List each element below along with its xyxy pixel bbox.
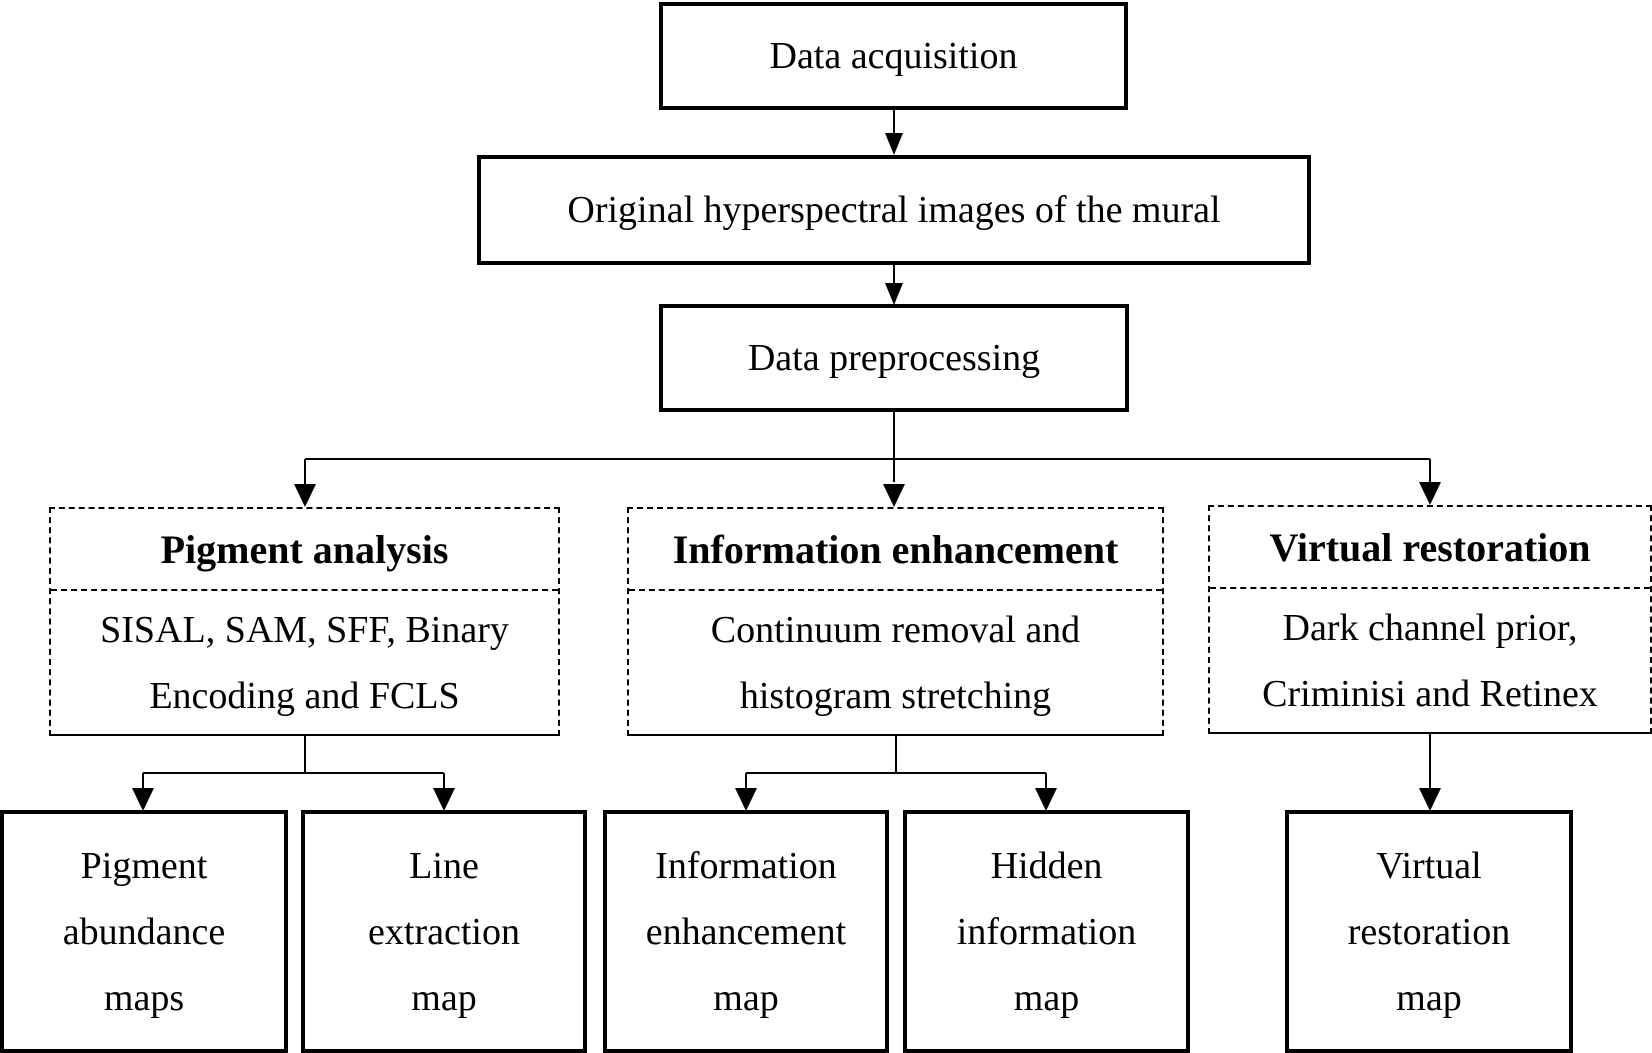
- method-information-enhancement-desc-line: Continuum removal and: [710, 608, 1081, 651]
- arrowhead-line-extraction: [433, 788, 455, 811]
- method-virtual-restoration-description: Dark channel prior, Criminisi and Retine…: [1210, 589, 1650, 732]
- arrowhead-pigment-abundance: [132, 788, 154, 811]
- arrowhead-original: [885, 133, 903, 155]
- arrowhead-hidden-information: [1035, 788, 1057, 811]
- method-virtual-restoration-desc-line: Criminisi and Retinex: [1262, 672, 1598, 715]
- method-virtual-restoration-desc-line: Dark channel prior,: [1282, 606, 1578, 649]
- output-label-line: abundance: [62, 910, 226, 953]
- output-information-enhancement-map: Information enhancement map: [603, 810, 889, 1053]
- method-information-enhancement: Information enhancement Continuum remova…: [627, 507, 1164, 736]
- output-label-line: maps: [103, 976, 185, 1019]
- arrowhead-pigment: [294, 484, 316, 507]
- output-virtual-restoration-map: Virtual restoration map: [1285, 810, 1573, 1053]
- step-original-images-label: Original hyperspectral images of the mur…: [567, 189, 1221, 231]
- output-label-line: Pigment: [80, 844, 208, 887]
- output-label-line: map: [1396, 976, 1462, 1019]
- arrowhead-information-enhancement: [735, 788, 757, 811]
- output-label-line: Line: [409, 844, 479, 887]
- method-pigment-analysis-desc-line: Encoding and FCLS: [149, 674, 460, 717]
- step-data-acquisition-label: Data acquisition: [769, 35, 1018, 77]
- step-original-images: Original hyperspectral images of the mur…: [477, 155, 1311, 265]
- step-data-preprocessing: Data preprocessing: [659, 304, 1129, 412]
- method-virtual-restoration-title: Virtual restoration: [1210, 507, 1650, 589]
- output-label-line: map: [1013, 976, 1080, 1019]
- arrowhead-enhancement: [883, 484, 905, 507]
- output-line-extraction-map: Line extraction map: [301, 810, 587, 1053]
- output-label-line: Information: [655, 844, 837, 887]
- step-data-preprocessing-label: Data preprocessing: [747, 337, 1041, 379]
- method-pigment-analysis-description: SISAL, SAM, SFF, Binary Encoding and FCL…: [51, 591, 558, 734]
- step-data-acquisition: Data acquisition: [659, 2, 1128, 110]
- output-label-line: map: [713, 976, 779, 1019]
- output-label-line: restoration: [1347, 910, 1511, 953]
- output-label-line: Hidden: [990, 844, 1103, 887]
- arrowhead-preprocessing: [885, 283, 903, 305]
- output-label-line: map: [411, 976, 477, 1019]
- output-label-line: extraction: [368, 910, 520, 953]
- arrowhead-virtual-restoration: [1419, 788, 1441, 811]
- output-label-line: information: [956, 910, 1137, 953]
- method-pigment-analysis-title: Pigment analysis: [51, 509, 558, 591]
- method-virtual-restoration: Virtual restoration Dark channel prior, …: [1208, 505, 1652, 734]
- method-information-enhancement-description: Continuum removal and histogram stretchi…: [629, 591, 1162, 734]
- method-information-enhancement-desc-line: histogram stretching: [739, 674, 1052, 717]
- output-label-line: enhancement: [645, 910, 847, 953]
- method-information-enhancement-title: Information enhancement: [629, 509, 1162, 591]
- output-label-line: Virtual: [1376, 844, 1482, 887]
- arrowhead-restoration: [1419, 482, 1441, 505]
- method-pigment-analysis: Pigment analysis SISAL, SAM, SFF, Binary…: [49, 507, 560, 736]
- output-hidden-information-map: Hidden information map: [903, 810, 1190, 1053]
- method-pigment-analysis-desc-line: SISAL, SAM, SFF, Binary: [100, 608, 509, 651]
- output-pigment-abundance-maps: Pigment abundance maps: [0, 810, 288, 1053]
